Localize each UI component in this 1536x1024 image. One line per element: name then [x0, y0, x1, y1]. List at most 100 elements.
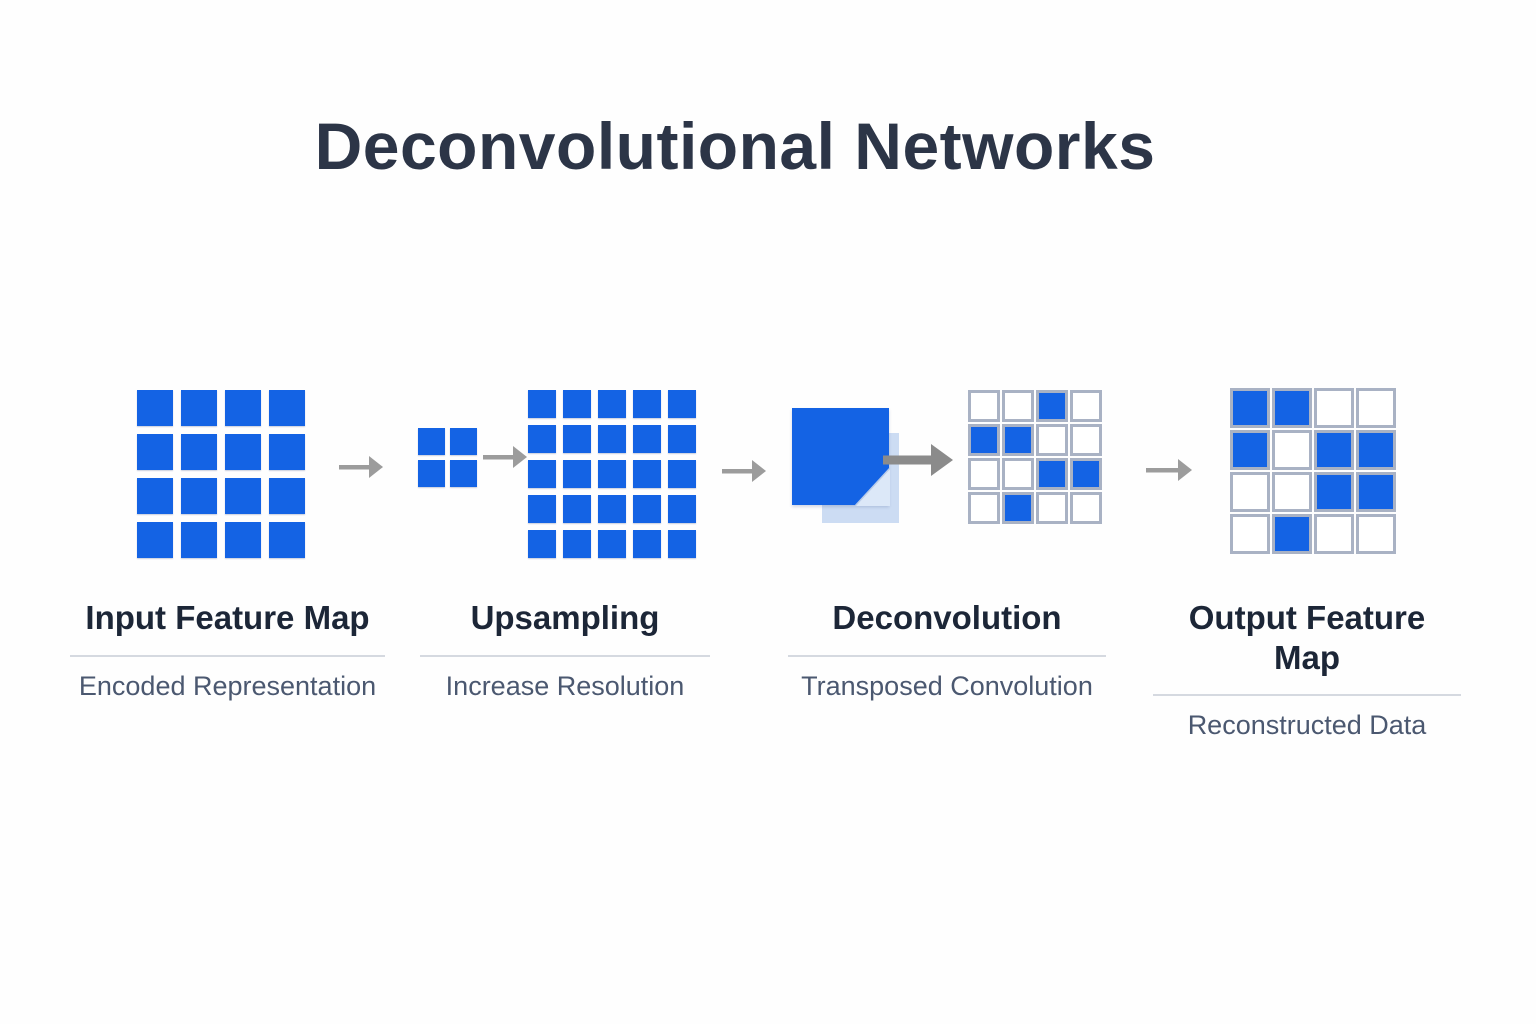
grid-cell-active: [1230, 430, 1270, 470]
grid-cell-active: [528, 530, 556, 558]
grid-cell-active: [1036, 390, 1068, 422]
grid-cell-active: [181, 390, 217, 426]
grid-cell-active: [1036, 458, 1068, 490]
stage-label-deconvolution: Deconvolution Transposed Convolution: [788, 598, 1106, 702]
stage-title: Upsampling: [470, 599, 660, 636]
grid-cell-active: [563, 390, 591, 418]
grid-cell-active: [668, 530, 696, 558]
grid-cell-active: [137, 390, 173, 426]
grid-cell-empty: [1314, 514, 1354, 554]
grid-cell-active: [181, 522, 217, 558]
grid-cell-active: [598, 425, 626, 453]
grid-cell-active: [181, 478, 217, 514]
grid-cell-active: [528, 495, 556, 523]
right-arrow-icon: [483, 446, 527, 468]
grid-cell-empty: [1070, 390, 1102, 422]
right-arrow-icon: [1146, 459, 1192, 481]
grid-cell-empty: [1070, 424, 1102, 456]
grid-cell-active: [968, 424, 1000, 456]
grid-cell-active: [528, 425, 556, 453]
grid-cell-empty: [968, 390, 1000, 422]
divider: [420, 654, 710, 657]
grid-cell-active: [633, 530, 661, 558]
grid-cell-active: [668, 425, 696, 453]
grid-cell-active: [1272, 388, 1312, 428]
grid-cell-active: [563, 425, 591, 453]
page-title: Deconvolutional Networks: [314, 109, 1156, 183]
grid-cell-empty: [968, 492, 1000, 524]
grid-cell-empty: [1230, 514, 1270, 554]
grid-cell-active: [450, 428, 477, 455]
stage-title: Output Feature Map: [1188, 599, 1426, 676]
grid-cell-empty: [1272, 430, 1312, 470]
divider: [1153, 694, 1461, 697]
stage-subtitle: Encoded Representation: [78, 670, 377, 701]
right-arrow-icon: [722, 460, 766, 482]
grid-cell-empty: [1036, 492, 1068, 524]
grid-cell-active: [137, 522, 173, 558]
grid-cell-empty: [1230, 472, 1270, 512]
grid-cell-active: [225, 390, 261, 426]
stage-label-upsampling: Upsampling Increase Resolution: [420, 598, 710, 702]
grid-cell-empty: [1272, 472, 1312, 512]
grid-cell-active: [269, 390, 305, 426]
grid-cell-active: [1070, 458, 1102, 490]
grid-cell-empty: [1036, 424, 1068, 456]
grid-cell-empty: [1356, 388, 1396, 428]
grid-cell-active: [269, 434, 305, 470]
divider: [788, 654, 1106, 657]
grid-cell-active: [269, 522, 305, 558]
grid-cell-active: [1314, 472, 1354, 512]
grid-cell-active: [633, 460, 661, 488]
deconvolution-result-grid: [968, 390, 1102, 524]
divider: [70, 654, 385, 657]
grid-cell-active: [137, 478, 173, 514]
grid-cell-active: [668, 390, 696, 418]
grid-cell-empty: [1356, 514, 1396, 554]
grid-cell-active: [1230, 388, 1270, 428]
grid-cell-active: [528, 460, 556, 488]
grid-cell-empty: [1002, 390, 1034, 422]
right-arrow-bold-icon: [883, 444, 953, 476]
grid-cell-active: [1356, 430, 1396, 470]
grid-cell-active: [563, 530, 591, 558]
grid-cell-active: [269, 478, 305, 514]
grid-cell-active: [1272, 514, 1312, 554]
grid-cell-active: [668, 495, 696, 523]
grid-cell-active: [1314, 430, 1354, 470]
stage-label-input: Input Feature Map Encoded Representation: [70, 598, 385, 702]
grid-cell-active: [598, 495, 626, 523]
grid-cell-active: [598, 530, 626, 558]
grid-cell-empty: [968, 458, 1000, 490]
grid-cell-active: [633, 425, 661, 453]
stage-subtitle: Reconstructed Data: [1187, 710, 1427, 741]
grid-cell-active: [450, 460, 477, 487]
right-arrow-icon: [339, 456, 383, 478]
grid-cell-empty: [1070, 492, 1102, 524]
grid-cell-active: [633, 390, 661, 418]
grid-cell-empty: [1002, 458, 1034, 490]
stage-title: Input Feature Map: [85, 599, 370, 636]
grid-cell-active: [1356, 472, 1396, 512]
stage-subtitle: Transposed Convolution: [801, 670, 1093, 701]
input-feature-map-grid: [137, 390, 305, 558]
page-fold-icon: [855, 468, 890, 506]
grid-cell-active: [633, 495, 661, 523]
upsampled-grid: [528, 390, 696, 558]
grid-cell-active: [181, 434, 217, 470]
stage-label-output: Output Feature Map Reconstructed Data: [1153, 598, 1461, 741]
grid-cell-active: [418, 428, 445, 455]
grid-cell-active: [598, 390, 626, 418]
grid-cell-active: [1002, 424, 1034, 456]
grid-cell-active: [418, 460, 445, 487]
grid-cell-active: [225, 478, 261, 514]
grid-cell-active: [563, 460, 591, 488]
grid-cell-active: [598, 460, 626, 488]
output-feature-map-grid: [1230, 388, 1396, 554]
grid-cell-active: [563, 495, 591, 523]
grid-cell-active: [1002, 492, 1034, 524]
grid-cell-active: [225, 434, 261, 470]
stage-subtitle: Increase Resolution: [445, 670, 685, 701]
grid-cell-active: [225, 522, 261, 558]
